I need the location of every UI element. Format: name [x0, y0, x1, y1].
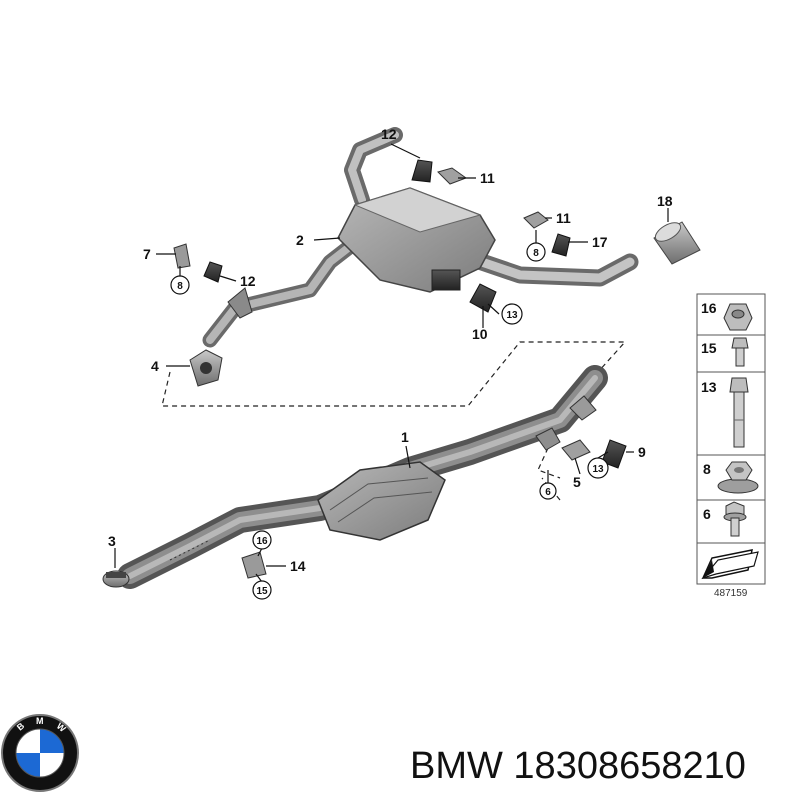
legend-label-15: 15 [701, 340, 717, 356]
callout-11-upper: 11 [480, 170, 495, 186]
long-bolt-icon [729, 377, 749, 448]
bracket-11-upper [437, 167, 468, 185]
circled-callout-16: 16 [252, 530, 272, 550]
bracket-14 [241, 551, 267, 579]
circled-callout-6: 6 [539, 482, 557, 500]
logo-letter-m: M [36, 716, 44, 726]
callout-2: 2 [296, 232, 304, 248]
callout-15: 15 [256, 586, 268, 597]
callout-8-right: 8 [533, 248, 539, 259]
callout-9: 9 [638, 444, 646, 460]
front-pipe-hanger [569, 395, 597, 421]
connection-dashes [161, 341, 627, 501]
bmw-logo: B M W [1, 714, 79, 792]
callout-7: 7 [143, 246, 151, 262]
callout-13-upper: 13 [506, 310, 518, 321]
bracket-11-right [523, 211, 549, 229]
callout-16: 16 [256, 536, 268, 547]
rubber-hanger-12-upper [411, 159, 433, 183]
callout-18: 18 [657, 193, 673, 209]
leader-lines [114, 143, 669, 583]
callout-11-right: 11 [556, 210, 571, 226]
callout-6: 6 [545, 487, 551, 498]
rubber-hanger-12-left [203, 261, 223, 283]
clamp-4 [189, 349, 223, 387]
hardware-legend: 16 15 13 8 6 [696, 293, 766, 585]
flange-bolt-icon [723, 501, 747, 537]
tailpipe-trim-18 [653, 221, 701, 265]
circled-callout-15: 15 [252, 580, 272, 600]
callout-3: 3 [108, 533, 116, 549]
callout-13-lower: 13 [592, 464, 604, 475]
legend-label-16: 16 [701, 300, 717, 316]
legend-label-8: 8 [703, 461, 711, 477]
callout-14: 14 [290, 558, 306, 574]
callout-10: 10 [472, 326, 488, 342]
damper-9 [601, 439, 627, 469]
callout-17: 17 [592, 234, 608, 250]
legend-label-6: 6 [703, 506, 711, 522]
callout-4: 4 [151, 358, 159, 374]
nut-icon [723, 303, 753, 331]
callout-12-upper: 12 [381, 126, 397, 142]
rear-silencer-assembly [202, 127, 639, 348]
callout-1: 1 [401, 429, 409, 445]
center-silencer [317, 461, 446, 541]
logo-letter-b: B [15, 720, 27, 732]
clamp-3 [102, 570, 130, 588]
rubber-hanger-17 [551, 233, 571, 257]
circled-callout-13-lower: 13 [587, 457, 609, 479]
bracket-7 [173, 243, 191, 269]
bracket-5 [535, 427, 591, 461]
legend-label-13: 13 [701, 379, 717, 395]
callout-12-left: 12 [240, 273, 256, 289]
direction-arrow-icon [701, 549, 759, 580]
callout-8-left: 8 [177, 281, 183, 292]
callout-5: 5 [573, 474, 581, 490]
front-pipe-assembly [117, 365, 608, 589]
circled-callout-8-left: 8 [170, 275, 190, 295]
flange-nut-icon [717, 461, 759, 494]
short-bolt-icon [731, 337, 749, 367]
diagram-id: 487159 [714, 588, 748, 599]
part-number-label: BMW 18308658210 [410, 745, 746, 787]
circled-callout-13-upper: 13 [501, 303, 523, 325]
circled-callout-8-right: 8 [526, 242, 546, 262]
